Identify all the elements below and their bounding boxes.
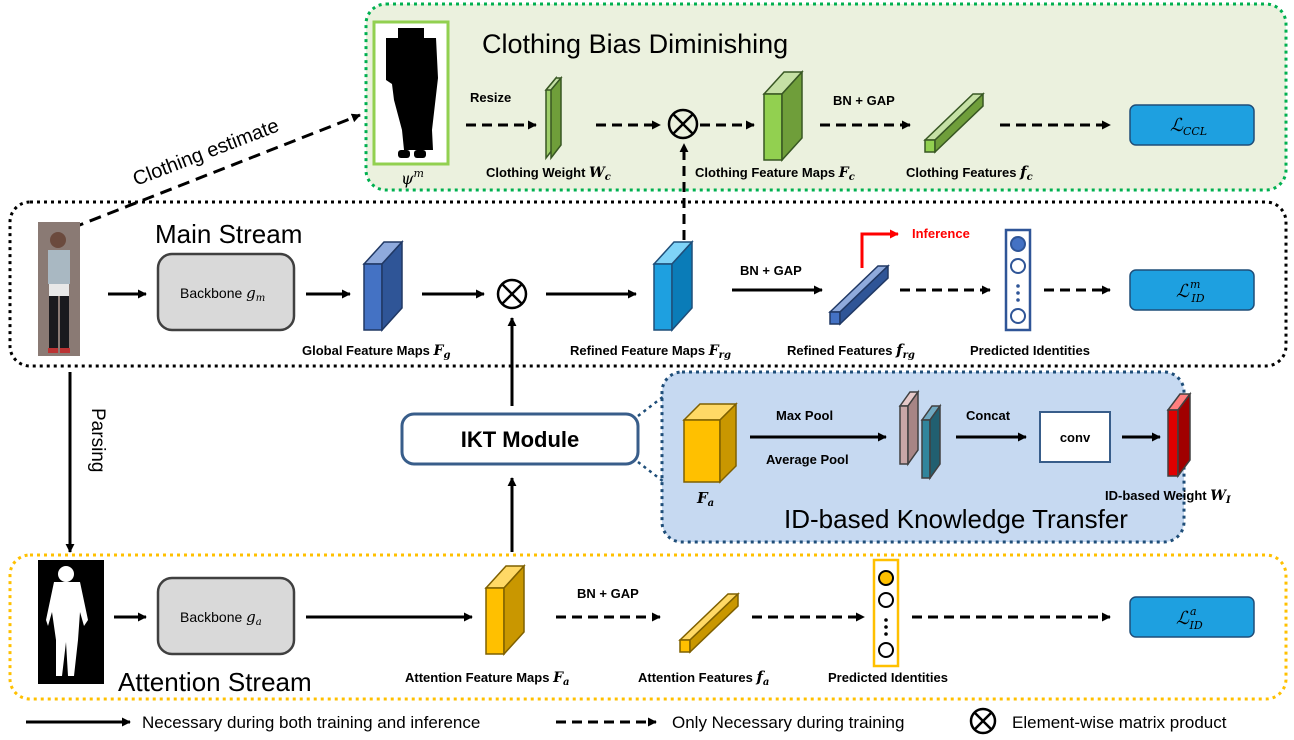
conv-box [1039,411,1111,463]
conv-label: conv [1060,430,1091,445]
ikt-callout-line-bottom [637,461,665,483]
global-feature-maps-label: Global Feature Maps Fg [302,343,450,361]
ikt-fa-cube [682,402,738,484]
clothing-features-bar [923,92,985,154]
max-pool-slab [898,389,920,467]
backbone-a-box [156,576,296,656]
clothing-features-label: Clothing Features fc [906,163,1033,183]
loss-id-m-box [1129,269,1255,311]
ikt-callout-line-top [637,395,665,417]
attention-features-label: Attention Features fa [638,668,769,688]
person-image [38,222,80,356]
main-stream-panel [8,200,1288,368]
clothing-product-icon [667,108,699,140]
clothing-panel [364,2,1288,192]
loss-ccl-box [1129,104,1255,146]
legend-dashed-label: Only Necessary during training [672,713,904,732]
ikt-module-box [400,412,640,466]
clothing-weight-label: Clothing Weight Wc [486,165,611,183]
attention-bn-gap-label: BN + GAP [577,586,639,601]
clothing-estimate-arrow [71,113,361,230]
loss-ccl-label: ℒCCL [1170,115,1207,138]
legend-solid-label: Necessary during both training and infer… [142,713,480,732]
attention-features-bar [678,592,740,654]
inference-label: Inference [912,226,970,241]
psi-m-label: ψm [401,167,424,188]
clothing-weight-slab [544,75,563,161]
clothing-panel-title: Clothing Bias Diminishing [482,29,788,59]
attention-stream-title: Attention Stream [118,667,312,697]
concat-label: Concat [966,408,1011,423]
main-bn-gap-label: BN + GAP [740,263,802,278]
ikt-module-label: IKT Module [461,427,580,452]
loss-id-a-box [1129,596,1255,638]
inference-arrow [860,229,899,268]
clothing-feature-maps-label: Clothing Feature Maps Fc [695,165,855,183]
id-based-weight-slab [1166,391,1192,479]
clothing-mask-silhouette [386,28,438,158]
ikt-panel-title: ID-based Knowledge Transfer [784,504,1128,534]
refined-feature-maps-cube [652,240,694,332]
clothing-feature-maps-cube [762,70,804,162]
backbone-m-box [156,252,296,332]
main-stream-title: Main Stream [155,219,302,249]
average-pool-slab [920,403,942,481]
attention-stream-panel [8,553,1288,701]
id-based-weight-label: ID-based Weight WI [1105,488,1231,506]
backbone-a-label: Backbone ga [180,608,262,628]
attention-predicted-identities-label: Predicted Identities [828,670,948,685]
attention-feature-maps-cube [484,564,526,656]
parsing-label: Parsing [87,408,108,472]
main-product-icon [496,278,528,310]
main-predicted-identities-label: Predicted Identities [970,343,1090,358]
ikt-fa-label: Fa [696,489,714,509]
main-predicted-identities [1004,228,1032,332]
clothing-bn-gap-label: BN + GAP [833,93,895,108]
resize-label: Resize [470,90,511,105]
refined-feature-maps-label: Refined Feature Maps Frg [570,343,731,361]
attention-predicted-identities [872,558,900,668]
refined-features-bar [828,264,890,326]
clothing-estimate-label: Clothing estimate [130,115,282,191]
legend-product-icon [969,707,997,735]
global-feature-maps-cube [362,240,404,332]
backbone-m-label: Backbone gm [180,284,265,304]
refined-features-label: Refined Features frg [787,341,915,361]
average-pool-label: Average Pool [766,452,849,467]
parsing-mask-image [38,560,104,684]
legend-product-label: Element-wise matrix product [1012,713,1227,732]
max-pool-label: Max Pool [776,408,833,423]
attention-feature-maps-label: Attention Feature Maps Fa [405,670,570,688]
